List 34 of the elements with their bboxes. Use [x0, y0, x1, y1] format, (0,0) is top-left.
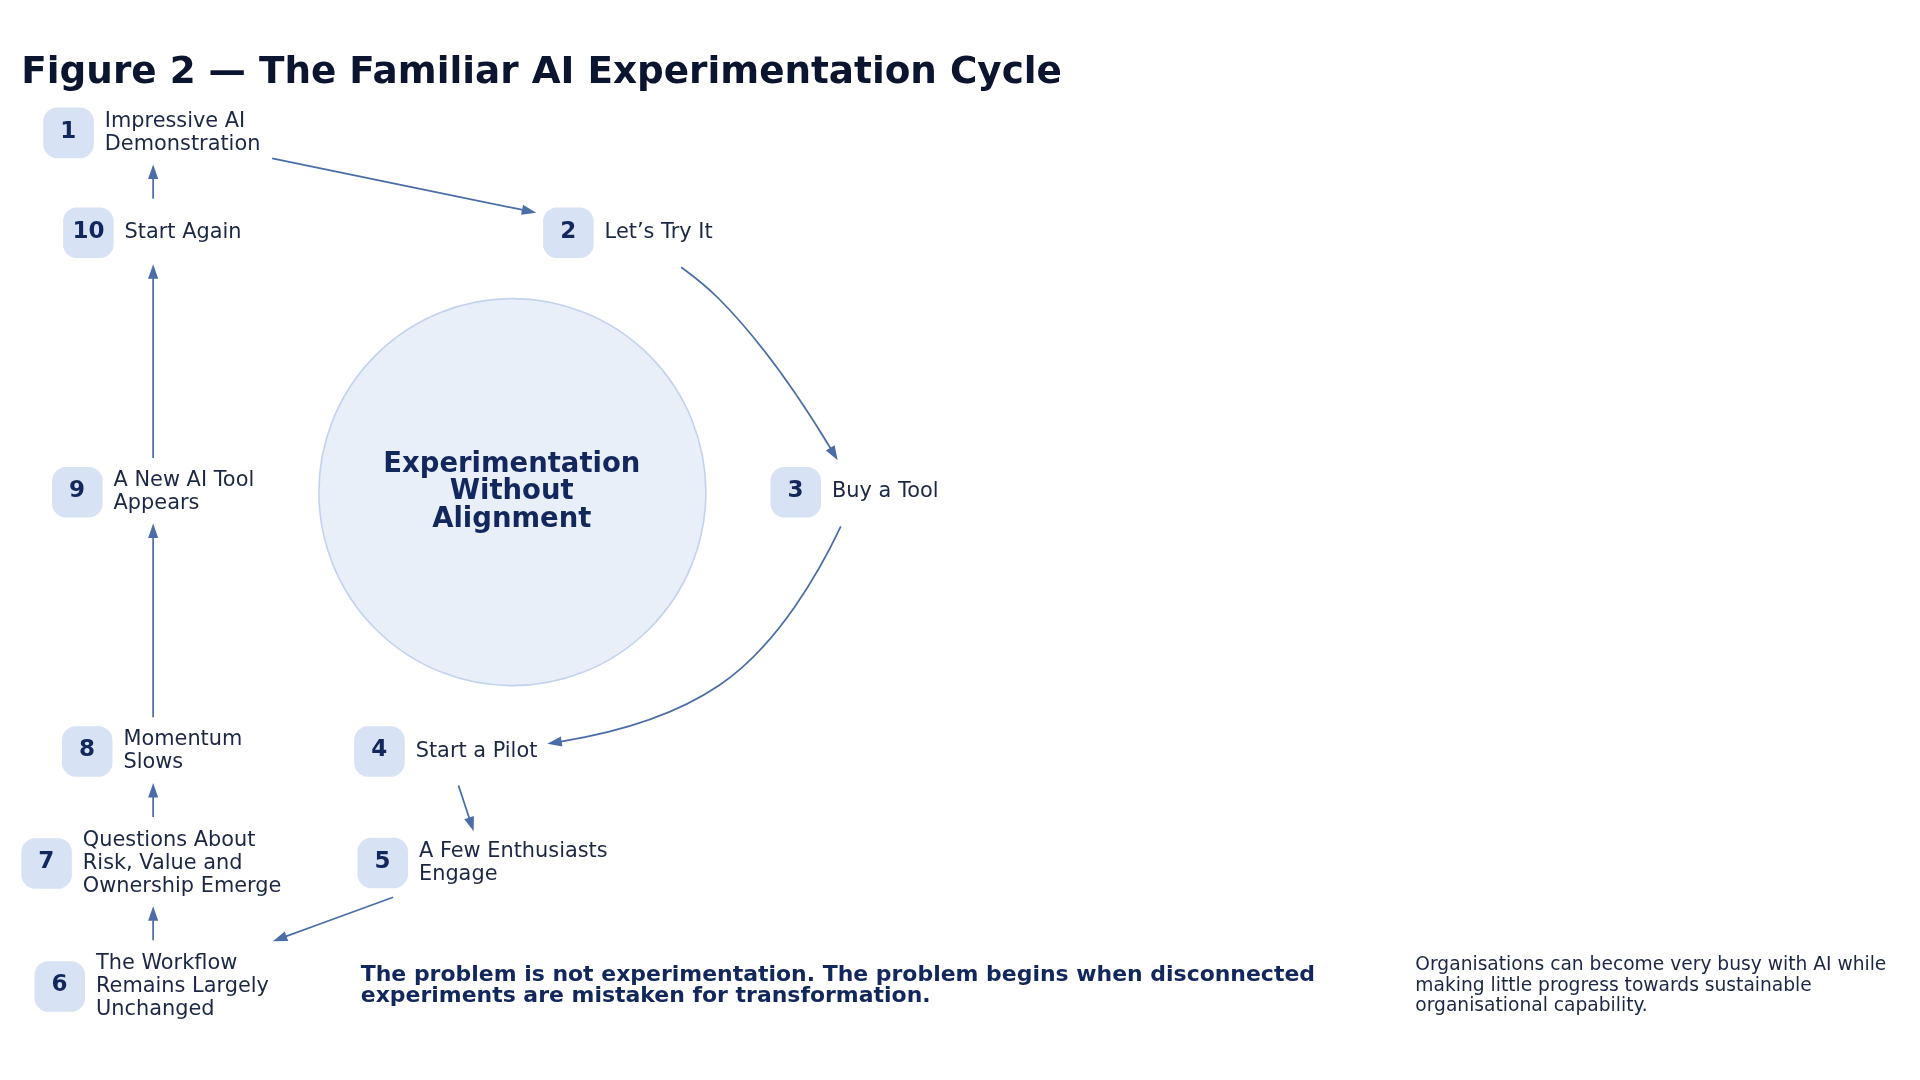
node-box: 7: [21, 837, 72, 889]
node-box: 2: [543, 207, 594, 258]
node-label: The Workflow Remains Largely Unchanged: [96, 949, 269, 1020]
node-box: 6: [34, 960, 86, 1012]
arrow: [547, 525, 842, 747]
node-label: Questions About Risk, Value and Ownership Emerge: [82, 826, 282, 897]
arrow: [680, 265, 838, 460]
node-box: 5: [357, 837, 408, 888]
arrow: [272, 895, 394, 941]
node-circle: Experimentation Without Alignment: [318, 297, 707, 686]
node-box: 4: [354, 725, 405, 777]
node-box: 10: [63, 207, 114, 258]
node-box: 3: [770, 466, 822, 517]
node-label: Start a Pilot: [415, 737, 538, 762]
node-box: 8: [62, 725, 113, 777]
node-label: Let’s Try It: [604, 218, 713, 243]
arrow: [148, 263, 159, 459]
diagram-title: Figure 2 — The Familiar AI Experimentation Cycle: [21, 47, 1062, 92]
node-label: Impressive AI Demonstration: [104, 107, 261, 155]
node-box: 1: [43, 107, 94, 158]
arrow: [148, 905, 159, 941]
label: The problem is not experimentation. The problem begins when disconnected experiments are mistaken for transformation.: [360, 960, 1315, 1007]
node-label: A New AI Tool Appears: [113, 466, 255, 514]
node-label: Start Again: [124, 218, 242, 243]
arrow: [148, 163, 159, 200]
node-label: Buy a Tool: [832, 477, 939, 502]
node-box: 9: [52, 466, 103, 517]
arrow: [271, 157, 537, 215]
arrow: [148, 523, 159, 718]
arrow: [148, 782, 159, 818]
node-label: Momentum Slows: [123, 725, 243, 773]
arrow: [457, 784, 474, 831]
label: Organisations can become very busy with AI while making little progress towards sustainable organisational capability.: [1415, 952, 1887, 1015]
node-label: A Few Enthusiasts Engage: [418, 837, 608, 885]
